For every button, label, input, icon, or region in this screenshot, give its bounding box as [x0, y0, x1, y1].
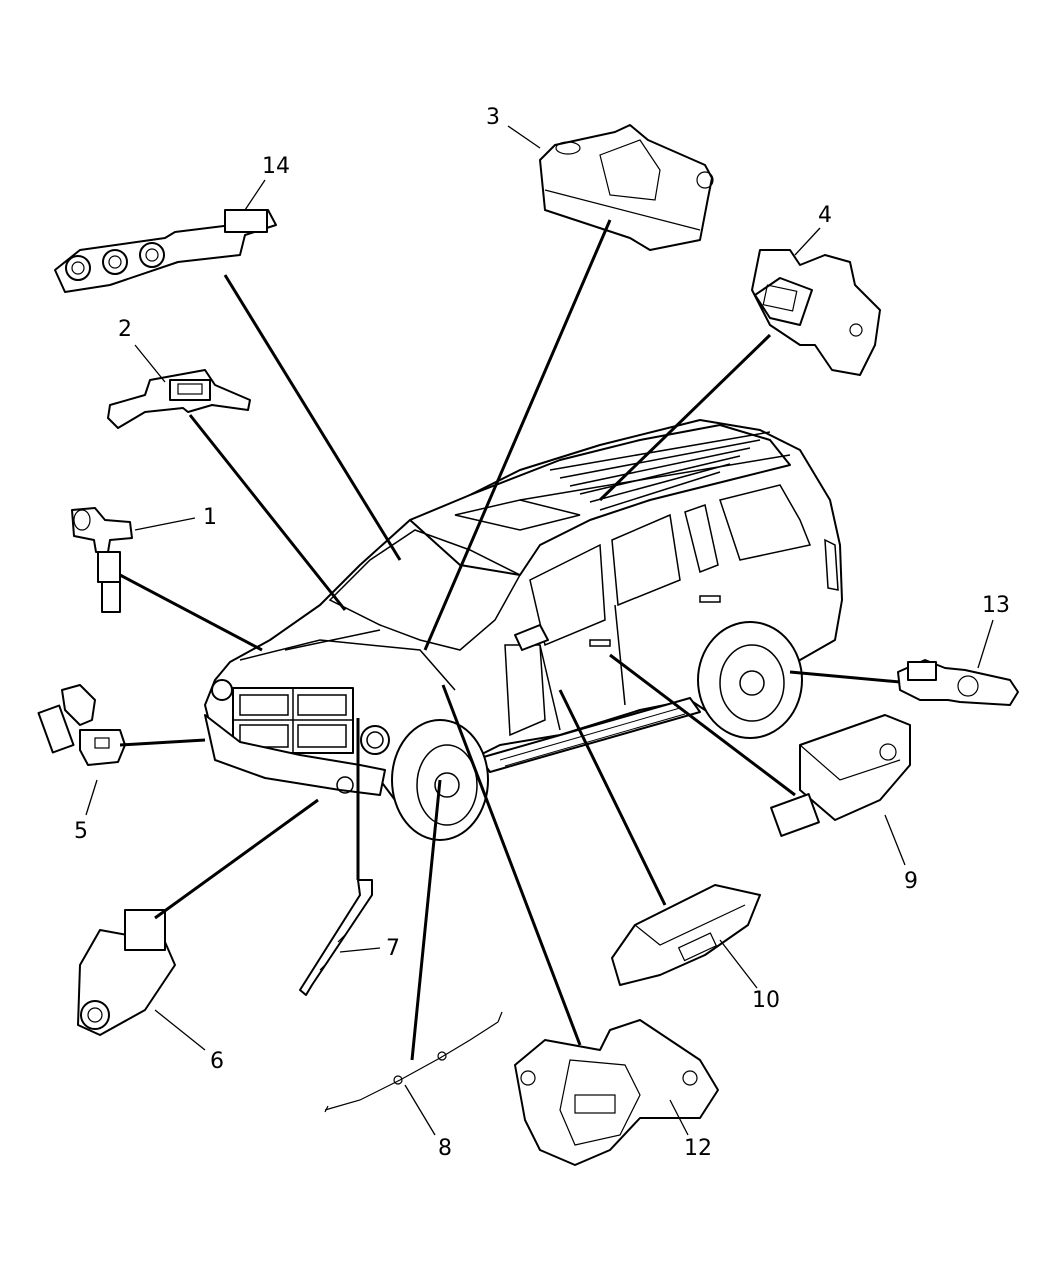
vehicle-illustration	[204, 419, 843, 841]
callout-6: 6	[210, 1049, 224, 1074]
part-1-sensor	[71, 507, 133, 613]
part-2-impact-sensor	[107, 369, 251, 429]
callout-14: 14	[262, 154, 290, 179]
callout-3: 3	[486, 105, 500, 130]
callout-1: 1	[203, 505, 217, 530]
part-10-module	[611, 884, 761, 986]
callout-10: 10	[752, 988, 780, 1013]
callout-13: 13	[982, 593, 1010, 618]
part-6-impact-sensor	[77, 909, 176, 1036]
callout-7: 7	[386, 936, 400, 961]
part-4-bracket-sensor	[751, 249, 881, 376]
part-3-control-module	[539, 124, 714, 251]
callout-8: 8	[438, 1136, 452, 1161]
rear-wheel	[697, 621, 803, 739]
roof-rack	[519, 431, 791, 511]
part-9-sensor	[770, 714, 911, 837]
callout-5: 5	[74, 819, 88, 844]
grille	[232, 687, 354, 754]
callouts: 14 3 4 2 1 13 5 9 7 10 6 8 12	[74, 105, 1010, 1161]
part-7-wire-lead	[299, 879, 373, 996]
callout-12: 12	[684, 1136, 712, 1161]
callout-9: 9	[904, 869, 918, 894]
part-13-connector-sensor	[897, 659, 1019, 706]
part-8-wire-harness	[324, 1011, 503, 1113]
leader-lines	[119, 219, 901, 1061]
part-14-sensor-strip	[54, 209, 277, 293]
part-12-bracket-module	[514, 1019, 719, 1166]
part-5-switch	[37, 684, 126, 766]
callout-2: 2	[118, 317, 132, 342]
callout-4: 4	[818, 203, 832, 228]
